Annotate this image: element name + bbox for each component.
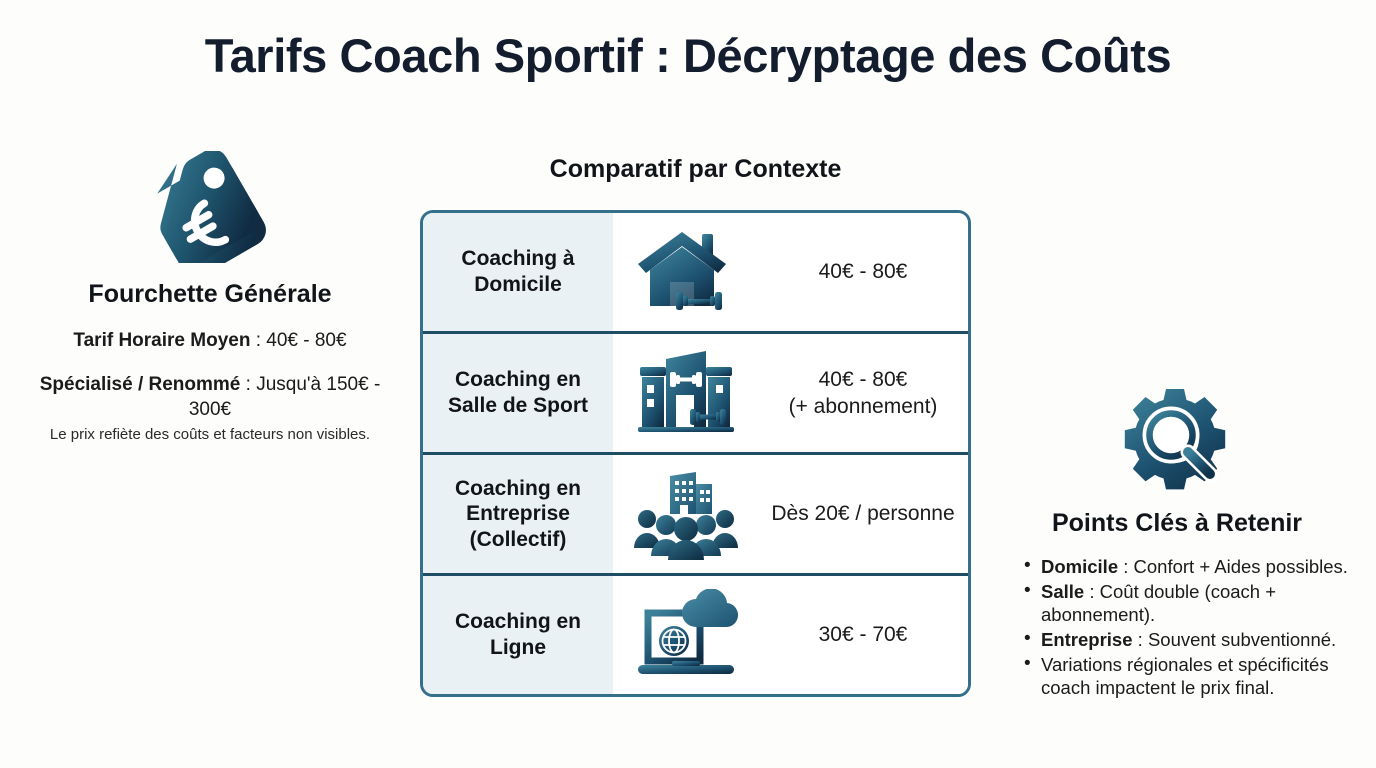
page-title: Tarifs Coach Sportif : Décryptage des Co… — [204, 29, 1172, 82]
specialist-rate-label: Spécialisé / Renommé — [39, 374, 241, 396]
key-point-text-entreprise: Souvent subventionné. — [1147, 629, 1337, 651]
average-hourly-rate-separator: : — [250, 330, 267, 351]
list-item: Salle : Coût double (coach + abonnement)… — [1024, 579, 1362, 627]
specialist-rate-separator: : — [240, 374, 257, 396]
specialist-rate-line: Spécialisé / Renommé : Jusqu'à 150€ - 30… — [18, 373, 402, 422]
key-point-label-domicile: Domicile — [1041, 556, 1119, 577]
table-row[interactable]: Coaching en Ligne — [423, 576, 968, 694]
price-note: Le prix refiète des coûts et facteurs no… — [49, 425, 371, 443]
key-points-panel: Points Clés à Retenir Domicile : Confort… — [988, 385, 1366, 701]
table-row[interactable]: Coaching à Domicile — [423, 213, 968, 334]
table-row[interactable]: Coaching en Salle de Sport — [423, 334, 968, 455]
office-group-icon — [613, 455, 758, 573]
key-point-separator: : — [1118, 556, 1134, 577]
list-item: Variations régionales et spécificités co… — [1024, 652, 1362, 700]
comparison-table: Coaching à Domicile — [420, 210, 971, 697]
key-point-label-salle: Salle — [1041, 580, 1085, 602]
key-point-text-salle: Coût double (coach + abonnement). — [1041, 580, 1277, 626]
price-tag-euro-icon — [18, 148, 402, 266]
table-row[interactable]: Coaching en Entreprise (Collectif) — [423, 455, 968, 576]
row-price-entreprise: Dès 20€ / personne — [758, 455, 968, 573]
comparison-panel: Comparatif par Contexte Coaching à Domic… — [420, 155, 971, 697]
general-range-heading: Fourchette Générale — [88, 280, 332, 308]
row-label-domicile: Coaching à Domicile — [423, 213, 613, 331]
average-hourly-rate-label: Tarif Horaire Moyen — [73, 330, 251, 351]
list-item: Entreprise : Souvent subventionné. — [1024, 627, 1362, 652]
row-price-domicile: 40€ - 80€ — [758, 213, 968, 331]
list-item: Domicile : Confort + Aides possibles. — [1024, 554, 1362, 579]
row-label-salle: Coaching en Salle de Sport — [423, 334, 613, 452]
gym-building-icon — [613, 334, 758, 452]
specialist-rate-value: Jusqu'à 150€ - 300€ — [188, 374, 381, 420]
key-point-text-variations: Variations régionales et spécificités co… — [1041, 653, 1329, 699]
row-label-ligne: Coaching en Ligne — [423, 576, 613, 694]
key-point-label-entreprise: Entreprise — [1041, 629, 1133, 651]
key-point-separator: : — [1132, 629, 1148, 651]
general-range-panel: Fourchette Générale Tarif Horaire Moyen … — [18, 148, 402, 444]
average-hourly-rate-line: Tarif Horaire Moyen : 40€ - 80€ — [18, 329, 402, 353]
key-points-heading: Points Clés à Retenir — [1051, 509, 1303, 537]
house-dumbbell-icon — [613, 213, 758, 331]
row-price-salle: 40€ - 80€ (+ abonnement) — [758, 334, 968, 452]
key-points-list: Domicile : Confort + Aides possibles. Sa… — [988, 554, 1366, 700]
average-hourly-rate-value: 40€ - 80€ — [266, 330, 347, 351]
key-point-separator: : — [1084, 580, 1100, 602]
comparison-heading: Comparatif par Contexte — [549, 155, 842, 183]
row-price-ligne: 30€ - 70€ — [758, 576, 968, 694]
gear-magnifier-icon — [988, 385, 1366, 497]
key-point-text-domicile: Confort + Aides possibles. — [1133, 556, 1348, 577]
row-label-entreprise: Coaching en Entreprise (Collectif) — [423, 455, 613, 573]
laptop-cloud-globe-icon — [613, 576, 758, 694]
